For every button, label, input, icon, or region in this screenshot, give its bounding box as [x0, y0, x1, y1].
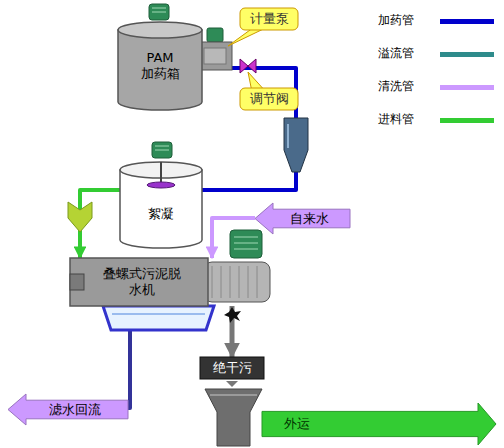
flocculation-tank: 絮凝	[120, 162, 202, 248]
screw-press-dewaterer: 叠螺式污泥脱水机	[70, 258, 270, 306]
legend-entry: 进料管	[378, 111, 498, 131]
node-label: 调节阀	[250, 91, 289, 107]
motor	[230, 230, 262, 258]
screw-ring	[248, 266, 249, 298]
box-fill	[200, 357, 264, 379]
callout-box	[240, 88, 298, 110]
tank-top	[118, 22, 202, 38]
valve-symbol	[240, 59, 256, 73]
sludge-hopper	[205, 389, 262, 446]
tank-body	[120, 170, 202, 248]
arrow-shape	[262, 403, 496, 445]
node-label: 计量泵	[250, 11, 289, 27]
node-label: 外运	[284, 416, 310, 432]
screw-ring	[212, 266, 213, 298]
dosing-funnel	[284, 118, 308, 172]
legend-swatch	[440, 85, 494, 90]
machine-body	[70, 258, 208, 306]
inlet-flange	[70, 274, 84, 290]
tap-water-arrow: 自来水	[255, 203, 350, 234]
callout-pointer	[228, 29, 263, 46]
legend-entry: 加药管	[378, 12, 498, 32]
legend-entry: 溢流管	[378, 45, 498, 65]
flow-chevron	[68, 202, 92, 232]
legend-label: 清洗管	[378, 79, 414, 93]
node-shape	[70, 258, 270, 306]
filtrate-tray	[103, 306, 214, 330]
node-label: PAM 加药箱	[138, 50, 182, 81]
stirrer-shaft	[160, 162, 162, 184]
node-label: 絮凝	[148, 206, 174, 222]
legend-swatch	[440, 19, 494, 24]
dry-sludge-box: 绝干污	[200, 357, 264, 379]
motor	[152, 142, 172, 158]
legend-label: 加药管	[378, 13, 414, 27]
legend-swatch	[440, 118, 494, 123]
screw-ring	[257, 266, 258, 298]
arrow-shape	[8, 394, 128, 425]
node-label: 滤水回流	[49, 402, 101, 418]
legend-swatch	[440, 52, 494, 57]
callout-pointer	[248, 72, 263, 89]
arrow-shape	[255, 203, 350, 234]
callout-label: 调节阀	[240, 88, 298, 110]
pipe-connector	[202, 68, 296, 190]
screw-cylinder	[204, 262, 270, 302]
node-label: 自来水	[290, 211, 329, 227]
node-label: 绝干污	[213, 360, 252, 376]
stirrer-blade	[147, 182, 175, 188]
node-shape	[120, 162, 202, 248]
tank-body	[118, 30, 202, 110]
legend-label: 溢流管	[378, 46, 414, 60]
haul-out-arrow: 外运	[262, 403, 496, 445]
sludge-splash	[224, 307, 241, 323]
screw-ring	[230, 266, 231, 298]
node-label: 叠螺式污泥脱水机	[100, 266, 184, 297]
filtrate-return-arrow: 滤水回流	[8, 394, 128, 425]
screw-ring	[221, 266, 222, 298]
motor	[149, 4, 169, 20]
flow-arrow	[226, 381, 238, 387]
callout-label: 计量泵	[240, 8, 298, 30]
legend-entry: 清洗管	[378, 78, 498, 98]
screw-ring	[239, 266, 240, 298]
metering-pump	[200, 28, 232, 70]
dosing-tank: PAM 加药箱	[118, 22, 202, 110]
legend-label: 进料管	[378, 112, 414, 126]
callout-box	[240, 8, 298, 30]
